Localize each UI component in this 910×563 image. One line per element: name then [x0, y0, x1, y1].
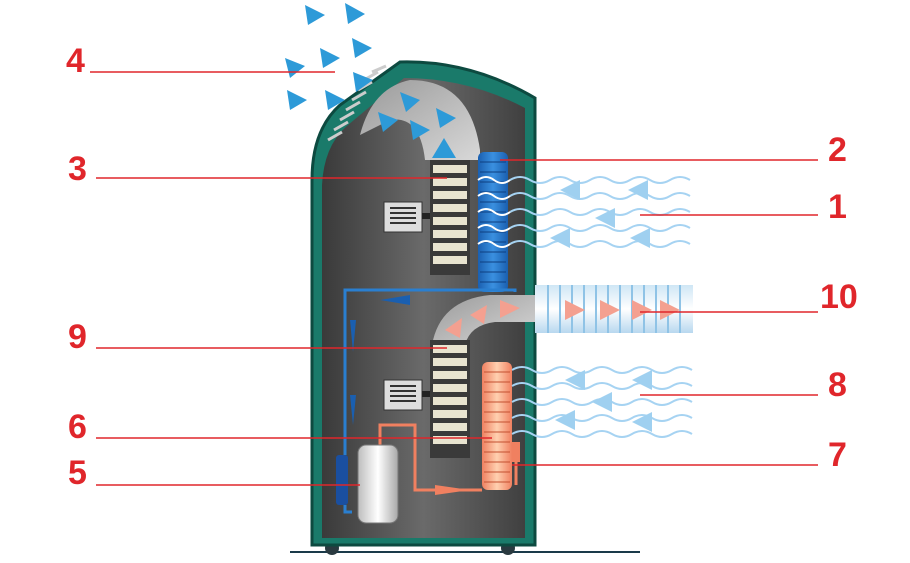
condenser-air-intake-waves	[511, 366, 693, 438]
evaporator-outlet-waves	[477, 176, 511, 248]
condenser-coil	[482, 362, 512, 490]
warm-air-flow-arrows	[445, 300, 680, 338]
evaporator-fan-unit	[430, 160, 470, 275]
unit-interior	[322, 78, 525, 538]
evaporator-coil-fins	[480, 161, 506, 283]
callout-5: 5	[68, 454, 87, 492]
upper-fan-motor	[383, 201, 430, 233]
callout-10: 10	[820, 278, 858, 316]
compressor	[336, 444, 399, 524]
upper-air-duct	[360, 80, 480, 160]
refrigerant-flow-arrows	[350, 295, 470, 495]
callout-9: 9	[68, 318, 87, 356]
condenser-air-intake-arrows	[555, 370, 652, 432]
callout-1: 1	[828, 188, 847, 226]
cool-air-output-arrows	[285, 3, 456, 158]
room-air-intake-waves	[509, 176, 691, 248]
lower-fan-motor	[383, 379, 430, 411]
callout-7: 7	[828, 436, 847, 474]
callout-3: 3	[68, 150, 87, 188]
room-air-intake-arrows	[550, 180, 650, 248]
condenser-fan-unit	[430, 340, 470, 458]
callout-leader-lines	[90, 71, 818, 486]
expansion-valve	[512, 442, 520, 462]
callout-4: 4	[66, 42, 85, 80]
callout-2: 2	[828, 131, 847, 169]
callout-8: 8	[828, 366, 847, 404]
condenser-coil-fins	[484, 371, 510, 483]
callout-6: 6	[68, 408, 87, 446]
